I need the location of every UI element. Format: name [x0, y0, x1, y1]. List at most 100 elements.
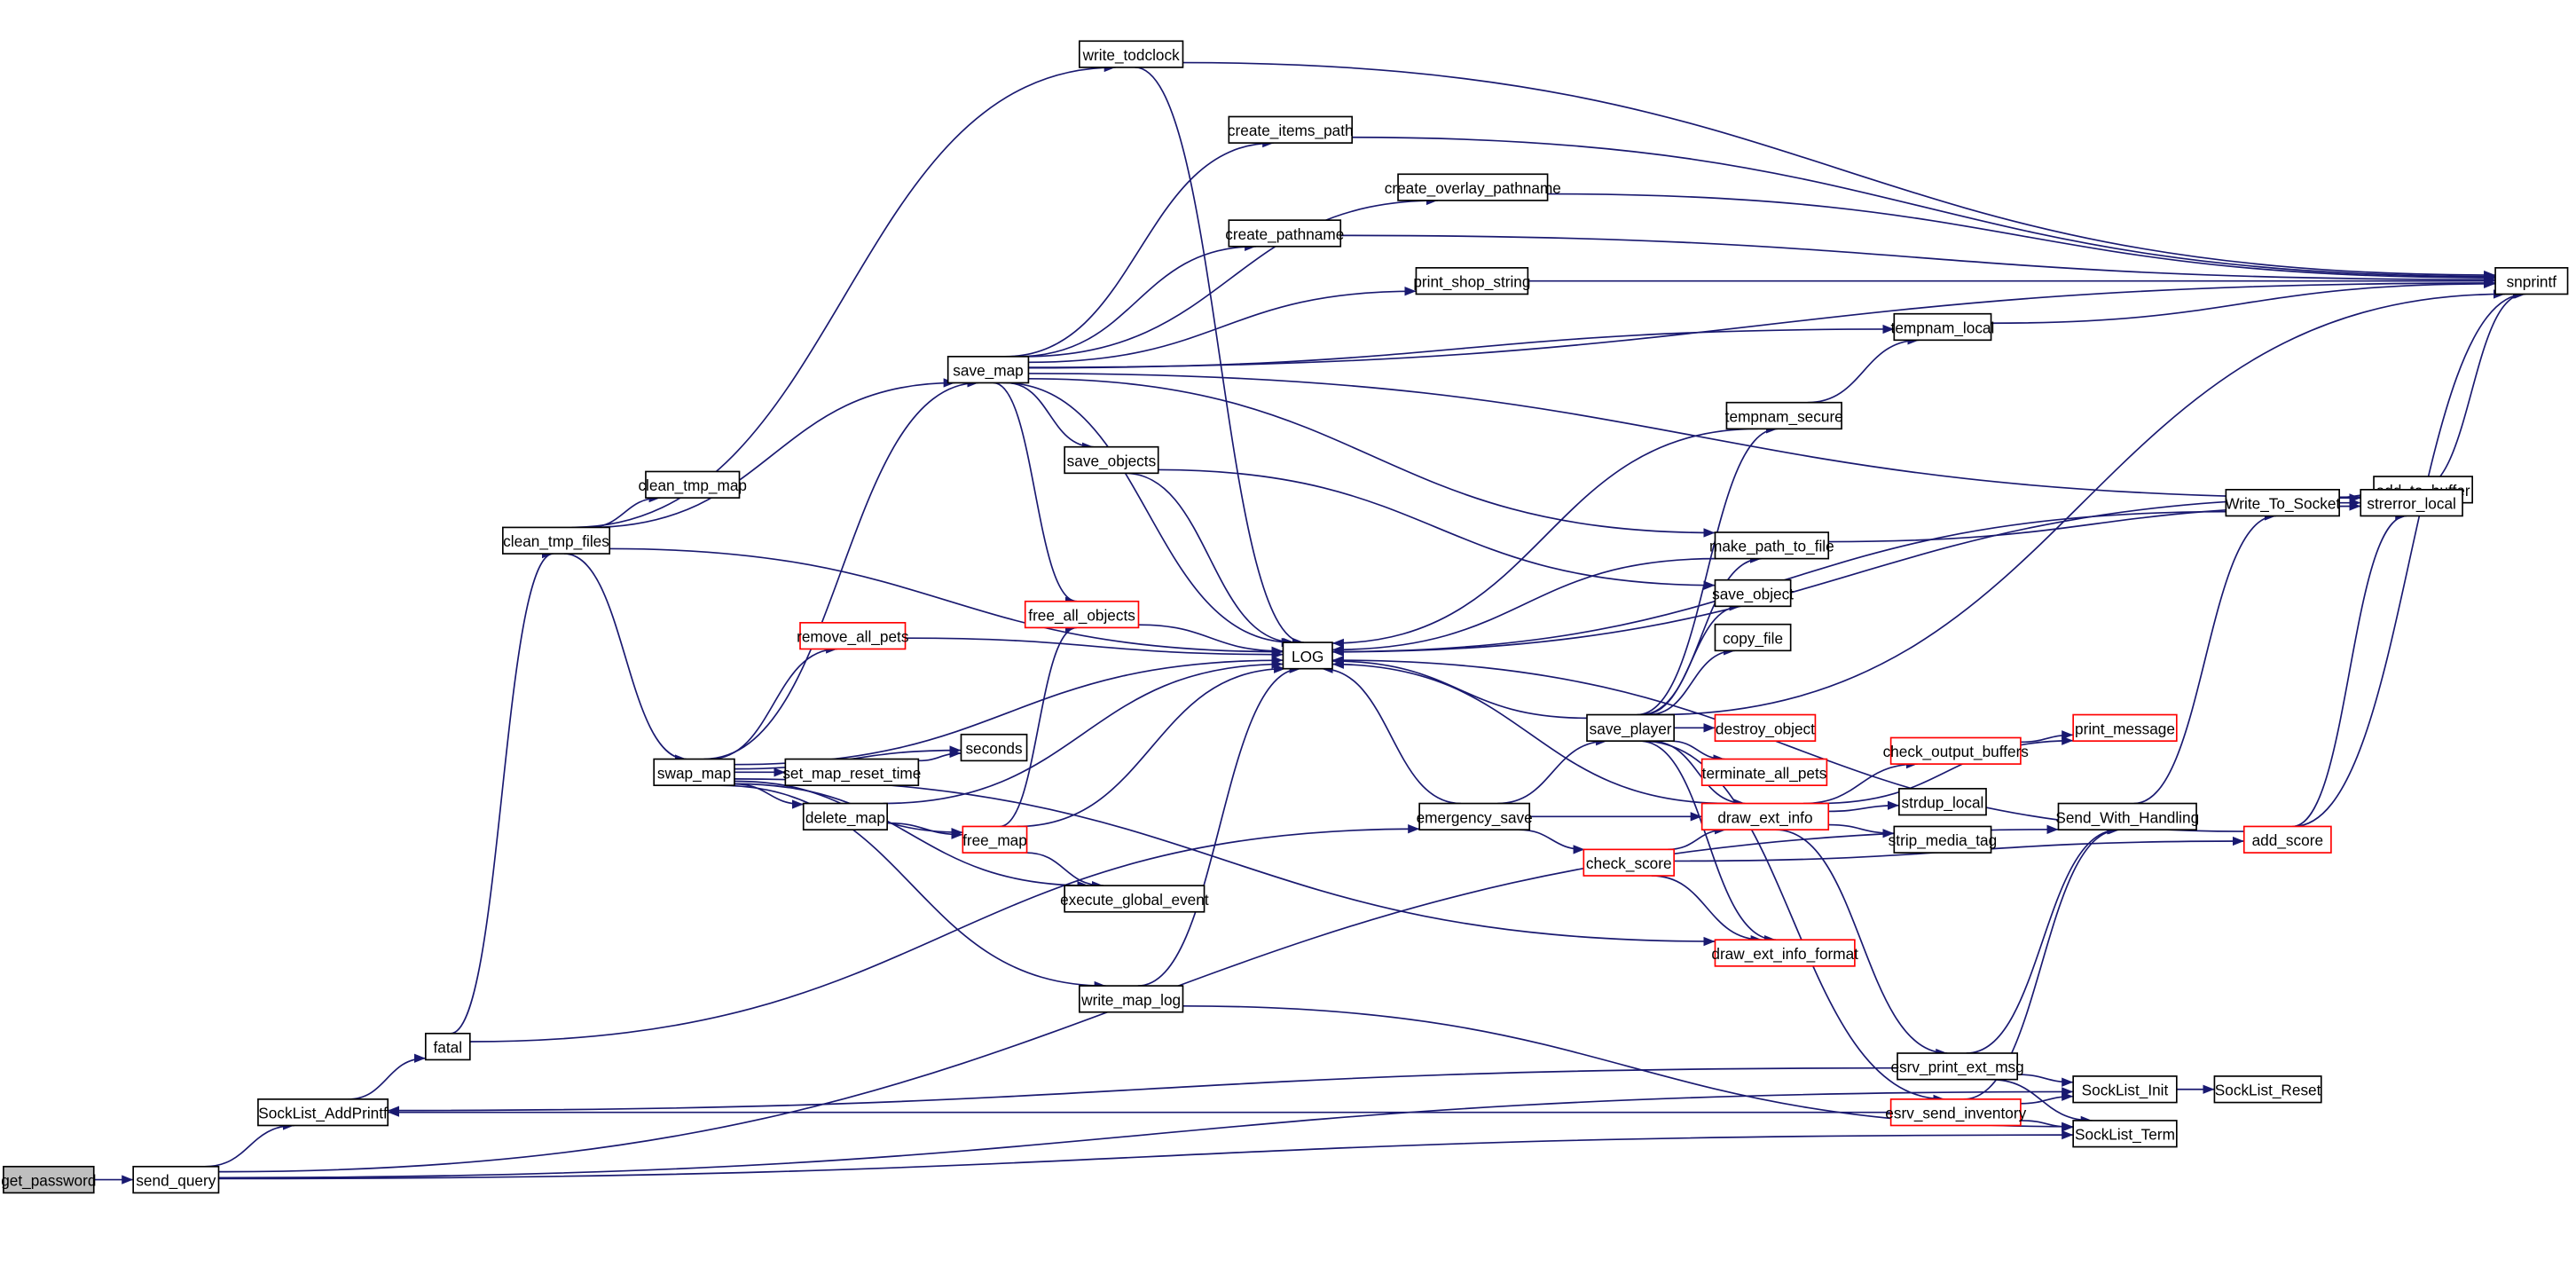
edge-save_objects-to-LOG	[1124, 472, 1295, 648]
node-strdup_local[interactable]: strdup_local	[1898, 788, 1987, 816]
node-box	[1898, 788, 1987, 816]
node-free_all_objects[interactable]: free_all_objects	[1024, 600, 1140, 629]
node-emergency_save[interactable]: emergency_save	[1417, 802, 1533, 830]
node-clean_tmp_map[interactable]: clean_tmp_map	[638, 470, 747, 499]
node-make_path_to_file[interactable]: make_path_to_file	[1709, 531, 1834, 560]
node-copy_file[interactable]: copy_file	[1714, 623, 1792, 652]
edge-make_path_to_file-to-LOG	[1331, 557, 1716, 655]
node-box	[1893, 825, 1992, 854]
node-remove_all_pets[interactable]: remove_all_pets	[797, 622, 908, 650]
node-draw_ext_info_format[interactable]: draw_ext_info_format	[1711, 939, 1858, 967]
node-fatal[interactable]: fatal	[424, 1032, 471, 1061]
node-label: print_shop_string	[1413, 273, 1530, 291]
node-free_map[interactable]: free_map	[962, 825, 1028, 854]
node-label: free_map	[962, 831, 1027, 849]
edge-check_score-to-draw_ext_info	[1668, 824, 1727, 851]
edge-save_map-to-make_path_to_file	[1028, 378, 1716, 538]
node-esrv_print_ext_msg[interactable]: esrv_print_ext_msg	[1890, 1052, 2024, 1081]
node-tempnam_local[interactable]: tempnam_local	[1891, 312, 1995, 342]
edges	[93, 61, 2526, 1184]
node-save_objects[interactable]: save_objects	[1064, 445, 1159, 475]
edge-send_query-to-SockList_AddPrintf	[204, 1121, 295, 1168]
node-label: check_score	[1586, 854, 1672, 872]
node-check_output_buffers[interactable]: check_output_buffers	[1883, 736, 2029, 765]
node-delete_map[interactable]: delete_map	[802, 802, 888, 830]
node-box	[3, 1165, 95, 1194]
node-tempnam_secure[interactable]: tempnam_secure	[1725, 401, 1843, 430]
node-terminate_all_pets[interactable]: terminate_all_pets	[1700, 758, 1828, 786]
node-print_message[interactable]: print_message	[2072, 713, 2178, 742]
node-label: destroy_object	[1716, 720, 1815, 737]
node-box	[1586, 713, 1676, 742]
node-box	[2072, 1075, 2178, 1104]
edge-save_player-to-snprintf	[1656, 289, 2505, 716]
node-label: SockList_Init	[2082, 1082, 2169, 1099]
node-snprintf[interactable]: snprintf	[2494, 267, 2569, 295]
edge-write_map_log-to-LOG	[1137, 664, 1301, 987]
edge-create_overlay_pathname-to-snprintf	[1547, 193, 2496, 283]
node-write_todclock[interactable]: write_todclock	[1078, 40, 1184, 68]
node-save_object[interactable]: save_object	[1712, 578, 1794, 608]
node-SockList_Term[interactable]: SockList_Term	[2072, 1120, 2178, 1148]
node-box	[424, 1032, 471, 1061]
edge-save_player-to-make_path_to_file	[1640, 554, 1762, 716]
node-box	[1897, 1052, 2019, 1081]
edge-tempnam_secure-to-tempnam_local	[1807, 335, 1920, 404]
node-check_score[interactable]: check_score	[1583, 848, 1676, 877]
node-clean_tmp_files[interactable]: clean_tmp_files	[502, 526, 611, 555]
node-write_map_log[interactable]: write_map_log	[1078, 985, 1184, 1013]
node-add_score[interactable]: add_score	[2242, 825, 2332, 854]
node-label: SockList_Reset	[2215, 1082, 2321, 1099]
edge-esrv_send_inventory-to-Send_With_Handling	[1963, 825, 2120, 1100]
node-send_query[interactable]: send_query	[132, 1165, 220, 1194]
node-label: Write_To_Socket	[2225, 495, 2340, 513]
node-box	[2242, 825, 2332, 854]
node-box	[1725, 401, 1842, 430]
node-box	[1700, 802, 1830, 830]
node-label: esrv_print_ext_msg	[1890, 1059, 2023, 1076]
node-box	[962, 825, 1028, 854]
node-label: tempnam_local	[1891, 319, 1995, 336]
node-Write_To_Socket[interactable]: Write_To_Socket	[2225, 489, 2340, 517]
node-box	[960, 733, 1028, 762]
node-seconds[interactable]: seconds	[960, 733, 1028, 762]
node-label: strip_media_tag	[1889, 831, 1998, 849]
node-execute_global_event[interactable]: execute_global_event	[1060, 885, 1209, 913]
node-destroy_object[interactable]: destroy_object	[1714, 713, 1817, 742]
node-box	[2072, 1120, 2178, 1148]
edge-check_score-to-draw_ext_info_format	[1651, 875, 1763, 945]
node-label: esrv_send_inventory	[1885, 1105, 2026, 1122]
node-box	[1714, 623, 1792, 652]
edge-send_query-to-SockList_Init	[218, 1087, 2074, 1179]
edge-save_player-to-copy_file	[1648, 646, 1735, 716]
node-box	[1583, 848, 1676, 877]
node-strerror_local[interactable]: strerror_local	[2360, 489, 2463, 517]
node-esrv_send_inventory[interactable]: esrv_send_inventory	[1885, 1098, 2027, 1127]
node-SockList_AddPrintf[interactable]: SockList_AddPrintf	[257, 1098, 389, 1127]
node-swap_map[interactable]: swap_map	[653, 758, 735, 786]
node-strip_media_tag[interactable]: strip_media_tag	[1889, 825, 1998, 854]
edge-esrv_send_inventory-to-SockList_Init	[2020, 1091, 2074, 1105]
node-SockList_Reset[interactable]: SockList_Reset	[2213, 1075, 2322, 1104]
edge-save_map-to-create_items_path	[1004, 138, 1275, 358]
node-print_shop_string[interactable]: print_shop_string	[1413, 267, 1530, 295]
node-Send_With_Handling[interactable]: Send_With_Handling	[2055, 802, 2199, 830]
node-label: save_object	[1712, 585, 1794, 602]
node-box	[645, 470, 741, 499]
node-create_pathname[interactable]: create_pathname	[1225, 219, 1344, 248]
node-set_map_reset_time[interactable]: set_map_reset_time	[782, 758, 921, 786]
edge-add_score-to-snprintf	[2293, 289, 2526, 828]
node-LOG[interactable]: LOG	[1282, 641, 1333, 670]
node-draw_ext_info[interactable]: draw_ext_info	[1700, 802, 1830, 830]
node-SockList_Init[interactable]: SockList_Init	[2072, 1075, 2178, 1104]
node-box	[1064, 445, 1159, 475]
node-create_overlay_pathname[interactable]: create_overlay_pathname	[1385, 173, 1561, 201]
node-save_map[interactable]: save_map	[946, 356, 1030, 384]
edge-save_map-to-save_objects	[1006, 382, 1094, 452]
edge-send_query-to-SockList_Term	[218, 1129, 2074, 1180]
node-box	[1282, 641, 1333, 670]
edge-free_map-to-free_all_objects	[1000, 623, 1077, 828]
node-box	[784, 758, 920, 786]
node-save_player[interactable]: save_player	[1586, 713, 1676, 742]
node-create_items_path[interactable]: create_items_path	[1228, 115, 1354, 144]
